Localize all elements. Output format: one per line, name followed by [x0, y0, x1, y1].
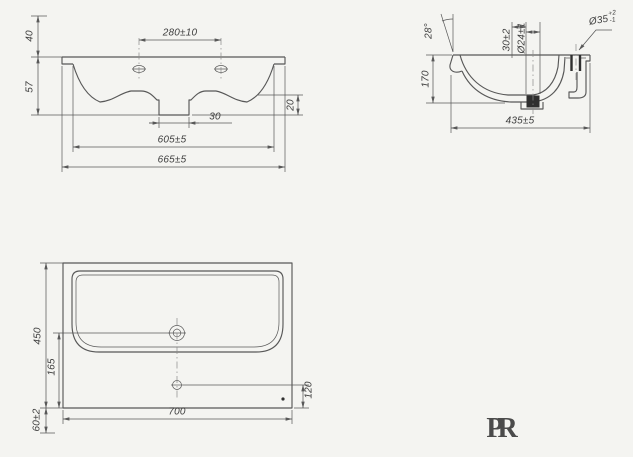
- dim-label-170: 170: [420, 70, 432, 88]
- side-front-lip: [449, 54, 463, 73]
- dim-label-dia24: Ø24±1: [516, 22, 528, 54]
- side-angle-arc: [441, 18, 454, 22]
- dim-label-30-side: 30±2: [501, 28, 513, 52]
- dim-label-40: 40: [24, 30, 36, 42]
- dim-label-120: 120: [303, 381, 315, 399]
- plan-view: [40, 262, 309, 434]
- side-section-view: [426, 13, 612, 133]
- front-view: [31, 15, 303, 172]
- front-extension-lines: [31, 15, 303, 172]
- dim-label-450: 450: [32, 327, 44, 345]
- side-shell-underside: [461, 56, 566, 103]
- dim-label-665: 665±5: [157, 154, 187, 166]
- dim-label-280: 280±10: [162, 27, 198, 39]
- side-centerlines: [532, 44, 577, 114]
- dim-label-60: 60±2: [31, 408, 43, 432]
- side-faucet-hole-wall-left: [570, 55, 573, 71]
- dim-label-435: 435±5: [505, 115, 535, 127]
- dim-label-57: 57: [24, 81, 36, 93]
- side-leader-faucet-hole: [578, 29, 612, 51]
- front-hole-centerlines: [138, 38, 222, 79]
- plan-outer-rect: [62, 262, 293, 409]
- plan-basin-inner-line: [75, 274, 280, 348]
- dim-label-605: 605±5: [157, 134, 187, 146]
- dim-label-30-front: 30: [209, 111, 221, 123]
- side-drain-boss: [520, 102, 544, 110]
- dim-label-700: 700: [168, 406, 186, 418]
- plan-corner-dot: [281, 397, 285, 401]
- front-sink-underside-profile: [72, 63, 275, 116]
- side-faucet-hole-wall-right: [578, 55, 582, 71]
- brand-logo: PR: [486, 413, 517, 444]
- side-extension-lines: [426, 22, 591, 133]
- front-sink-right-rim: [274, 57, 286, 65]
- front-sink-left-rim: [61, 57, 73, 65]
- side-back-wall: [568, 55, 591, 99]
- dim-label-165: 165: [46, 358, 58, 376]
- dim-label-20: 20: [285, 99, 297, 111]
- plan-basin-opening: [71, 270, 284, 353]
- side-basin-inner-surface: [459, 54, 560, 96]
- dia35-tol-minus: -1: [608, 15, 617, 24]
- side-drain-hole: [526, 95, 540, 108]
- dim-label-angle-28: 28°: [423, 23, 435, 39]
